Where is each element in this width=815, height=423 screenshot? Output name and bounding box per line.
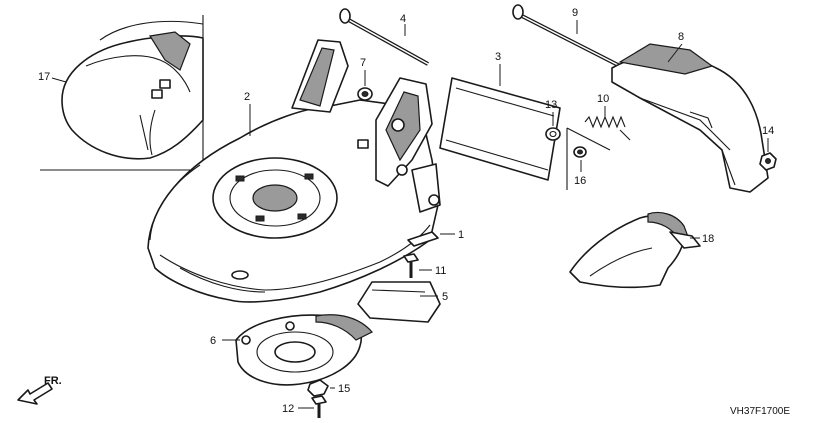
rear-flap-part-3: [439, 77, 561, 181]
bolt-part-12: [311, 395, 327, 418]
deflector-part-18: [569, 211, 701, 289]
bolt-part-11: [403, 253, 419, 278]
callout-15: 15: [338, 383, 350, 395]
front-direction-arrow-icon: [17, 382, 53, 405]
callout-14: 14: [762, 125, 774, 137]
inset-deck-detail: [61, 20, 204, 160]
mower-deck: [147, 39, 441, 303]
callout-5: 5: [442, 291, 448, 303]
callout-7: 7: [360, 57, 366, 69]
callout-11: 11: [435, 265, 446, 277]
drawing-code: VH37F1700E: [730, 406, 790, 417]
rod-part-9: [512, 4, 621, 68]
nut-part-15: [307, 379, 329, 397]
callout-8: 8: [678, 31, 684, 43]
callout-18: 18: [702, 233, 714, 245]
collar-part-13: [545, 127, 561, 141]
callout-9: 9: [572, 7, 578, 19]
callout-3: 3: [495, 51, 501, 63]
callout-16: 16: [574, 175, 586, 187]
washer-part-16: [566, 127, 611, 190]
callout-2: 2: [244, 91, 250, 103]
chute-cover-part-8: [611, 43, 769, 193]
callout-6: 6: [210, 335, 216, 347]
callout-17: 17: [38, 71, 50, 83]
clip-part-1: [407, 231, 439, 247]
spring-part-10: [584, 115, 631, 141]
callout-4: 4: [400, 13, 406, 25]
callout-10: 10: [597, 93, 609, 105]
blade-housing-part-6: [235, 314, 373, 386]
baffle-part-5: [357, 281, 441, 323]
callout-labels: 1 2 3 4 5 6 7 8 9 10 11 12 13 14 15 16 1…: [38, 7, 774, 415]
callout-1: 1: [458, 229, 464, 241]
nut-part-14: [759, 152, 777, 171]
callout-13: 13: [545, 99, 557, 111]
callout-12: 12: [282, 403, 294, 415]
bushing-part-7: [357, 87, 373, 101]
direction-label: FR.: [44, 375, 62, 387]
rod-part-4: [339, 8, 429, 66]
leader-lines: [51, 20, 769, 409]
